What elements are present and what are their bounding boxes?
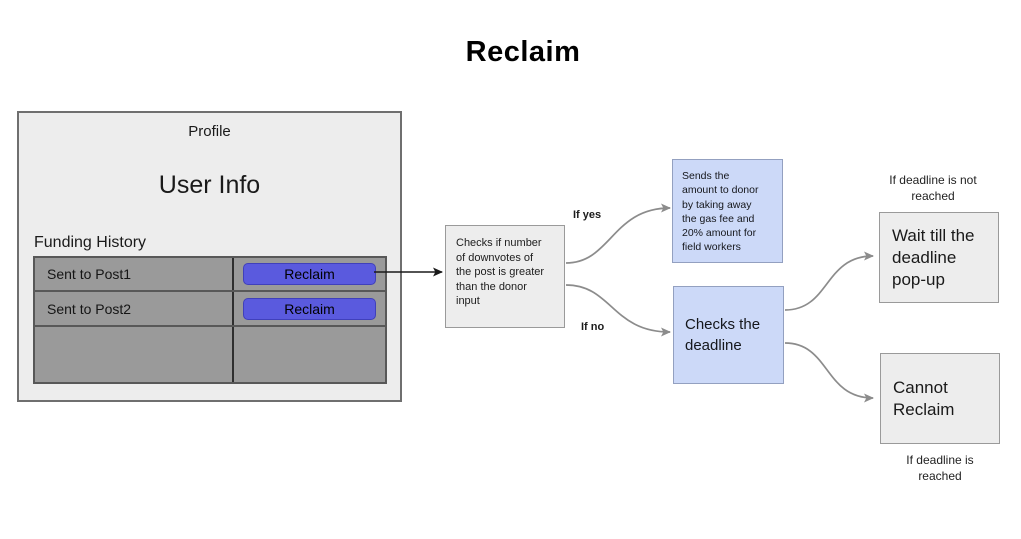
funding-row-label: Sent to Post1 (35, 258, 234, 290)
node-send-amount: Sends the amount to donor by taking away… (672, 159, 783, 263)
arrow-deadline-to-wait (784, 251, 874, 311)
reclaim-button-post2[interactable]: Reclaim (243, 297, 376, 320)
edge-label-if-no: If no (581, 321, 605, 333)
empty-cell (234, 327, 385, 382)
node-check-downvotes: Checks if number of downvotes of the pos… (445, 225, 565, 328)
funding-row-label: Sent to Post2 (35, 292, 234, 325)
funding-row-action-cell: Reclaim (234, 292, 385, 325)
node-check-deadline: Checks the deadline (685, 316, 761, 354)
label-deadline-reached: If deadline is reached (906, 453, 974, 483)
arrow-deadline-to-cannot (784, 342, 874, 403)
user-info-heading: User Info (158, 171, 261, 199)
empty-cell (35, 327, 234, 382)
table-row-empty (35, 327, 385, 382)
funding-history-table: Sent to Post1 Reclaim Sent to Post2 Recl… (33, 256, 387, 384)
table-row: Sent to Post2 Reclaim (35, 292, 385, 327)
profile-panel: Profile User Info Funding History Sent t… (17, 111, 402, 402)
profile-panel-title: Profile (188, 123, 231, 140)
table-row: Sent to Post1 Reclaim (35, 258, 385, 292)
label-deadline-not-reached: If deadline is not reached (889, 173, 977, 203)
funding-history-heading: Funding History (34, 234, 147, 251)
reclaim-button-post1[interactable]: Reclaim (243, 263, 376, 285)
funding-row-action-cell: Reclaim (234, 258, 385, 290)
page-title: Reclaim (465, 36, 581, 68)
edge-label-if-yes: If yes (573, 209, 602, 221)
node-cannot-reclaim: Cannot Reclaim (893, 377, 955, 419)
node-wait-popup: Wait till the deadline pop-up (892, 225, 975, 289)
